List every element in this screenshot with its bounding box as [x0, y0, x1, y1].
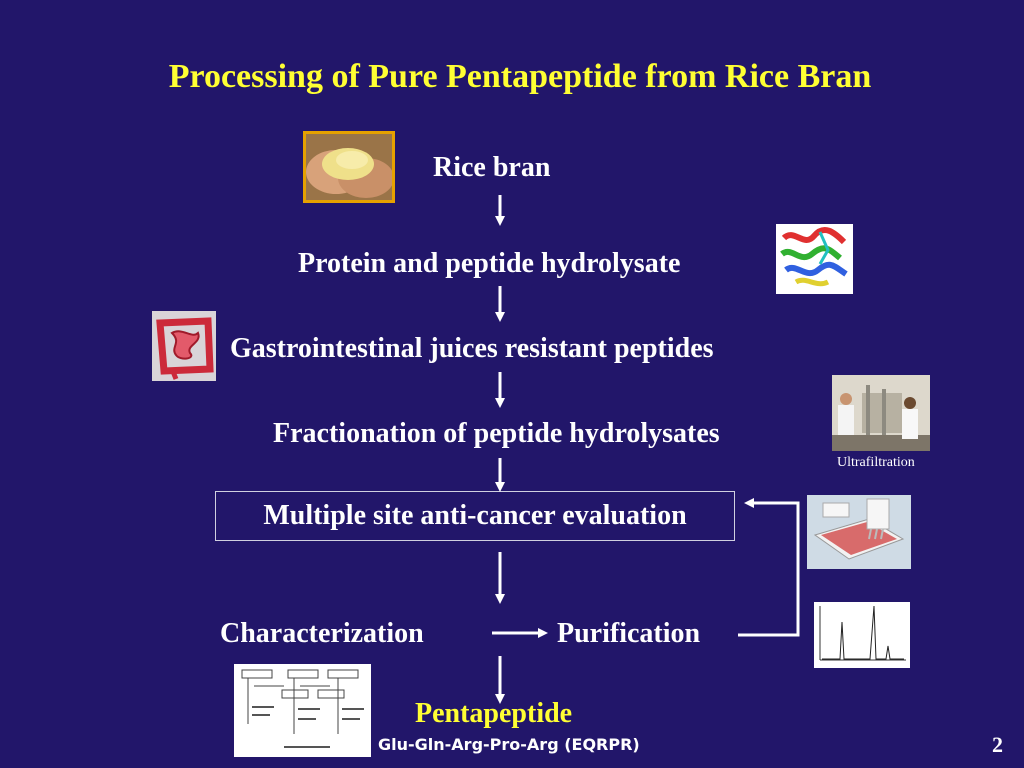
- intestine-illustration: [152, 311, 216, 381]
- step-purification: Purification: [557, 618, 701, 649]
- pentapeptide-sequence: Glu-Gln-Arg-Pro-Arg (EQRPR): [378, 735, 640, 754]
- microplate-photo: [807, 495, 911, 569]
- slide-title: Processing of Pure Pentapeptide from Ric…: [168, 58, 872, 95]
- step-fractionation: Fractionation of peptide hydrolysates: [273, 418, 720, 449]
- hplc-chromatogram: [814, 602, 910, 668]
- anticancer-box: Multiple site anti-cancer evaluation: [215, 491, 735, 541]
- step-hydrolysate: Protein and peptide hydrolysate: [298, 248, 681, 279]
- rice-bran-photo: [303, 131, 395, 203]
- protein-structure-image: [776, 224, 853, 294]
- page-number: 2: [992, 732, 1003, 757]
- ultrafiltration-lab-photo: [832, 375, 930, 451]
- ultrafiltration-label: Ultrafiltration: [837, 455, 915, 470]
- step-anticancer: Multiple site anti-cancer evaluation: [263, 500, 687, 531]
- pentapeptide-chemical-structure: [234, 664, 371, 757]
- arrow-feedback-loop: [738, 498, 800, 637]
- step-characterization: Characterization: [220, 618, 424, 649]
- step-gi-resistant: Gastrointestinal juices resistant peptid…: [230, 333, 714, 364]
- step-rice-bran: Rice bran: [433, 152, 551, 183]
- step-pentapeptide: Pentapeptide: [415, 698, 573, 729]
